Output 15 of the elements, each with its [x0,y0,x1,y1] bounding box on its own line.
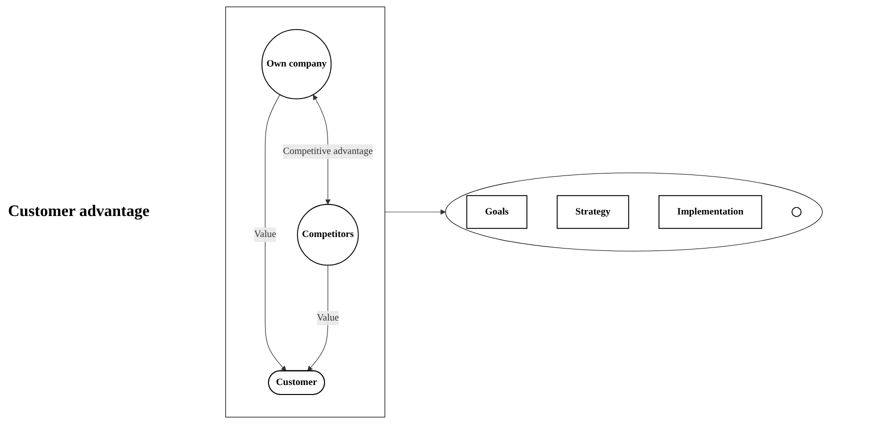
arrow [307,264,328,372]
edge-label: Competitive advantage [283,146,373,156]
node-circle [792,207,802,217]
node-box: Strategy [556,195,630,229]
note-text: Customer advantage [8,203,150,221]
node-box: Implementation [658,195,762,229]
edge-label: Value [316,312,339,323]
arrow [384,209,446,215]
arrow [264,94,286,372]
node-box: Goals [466,195,528,229]
cluster [225,6,386,418]
node-circle: Competitors [297,204,359,266]
edge-label: Value [254,229,276,240]
cluster [445,172,823,252]
node-circle: Own company [261,29,332,100]
